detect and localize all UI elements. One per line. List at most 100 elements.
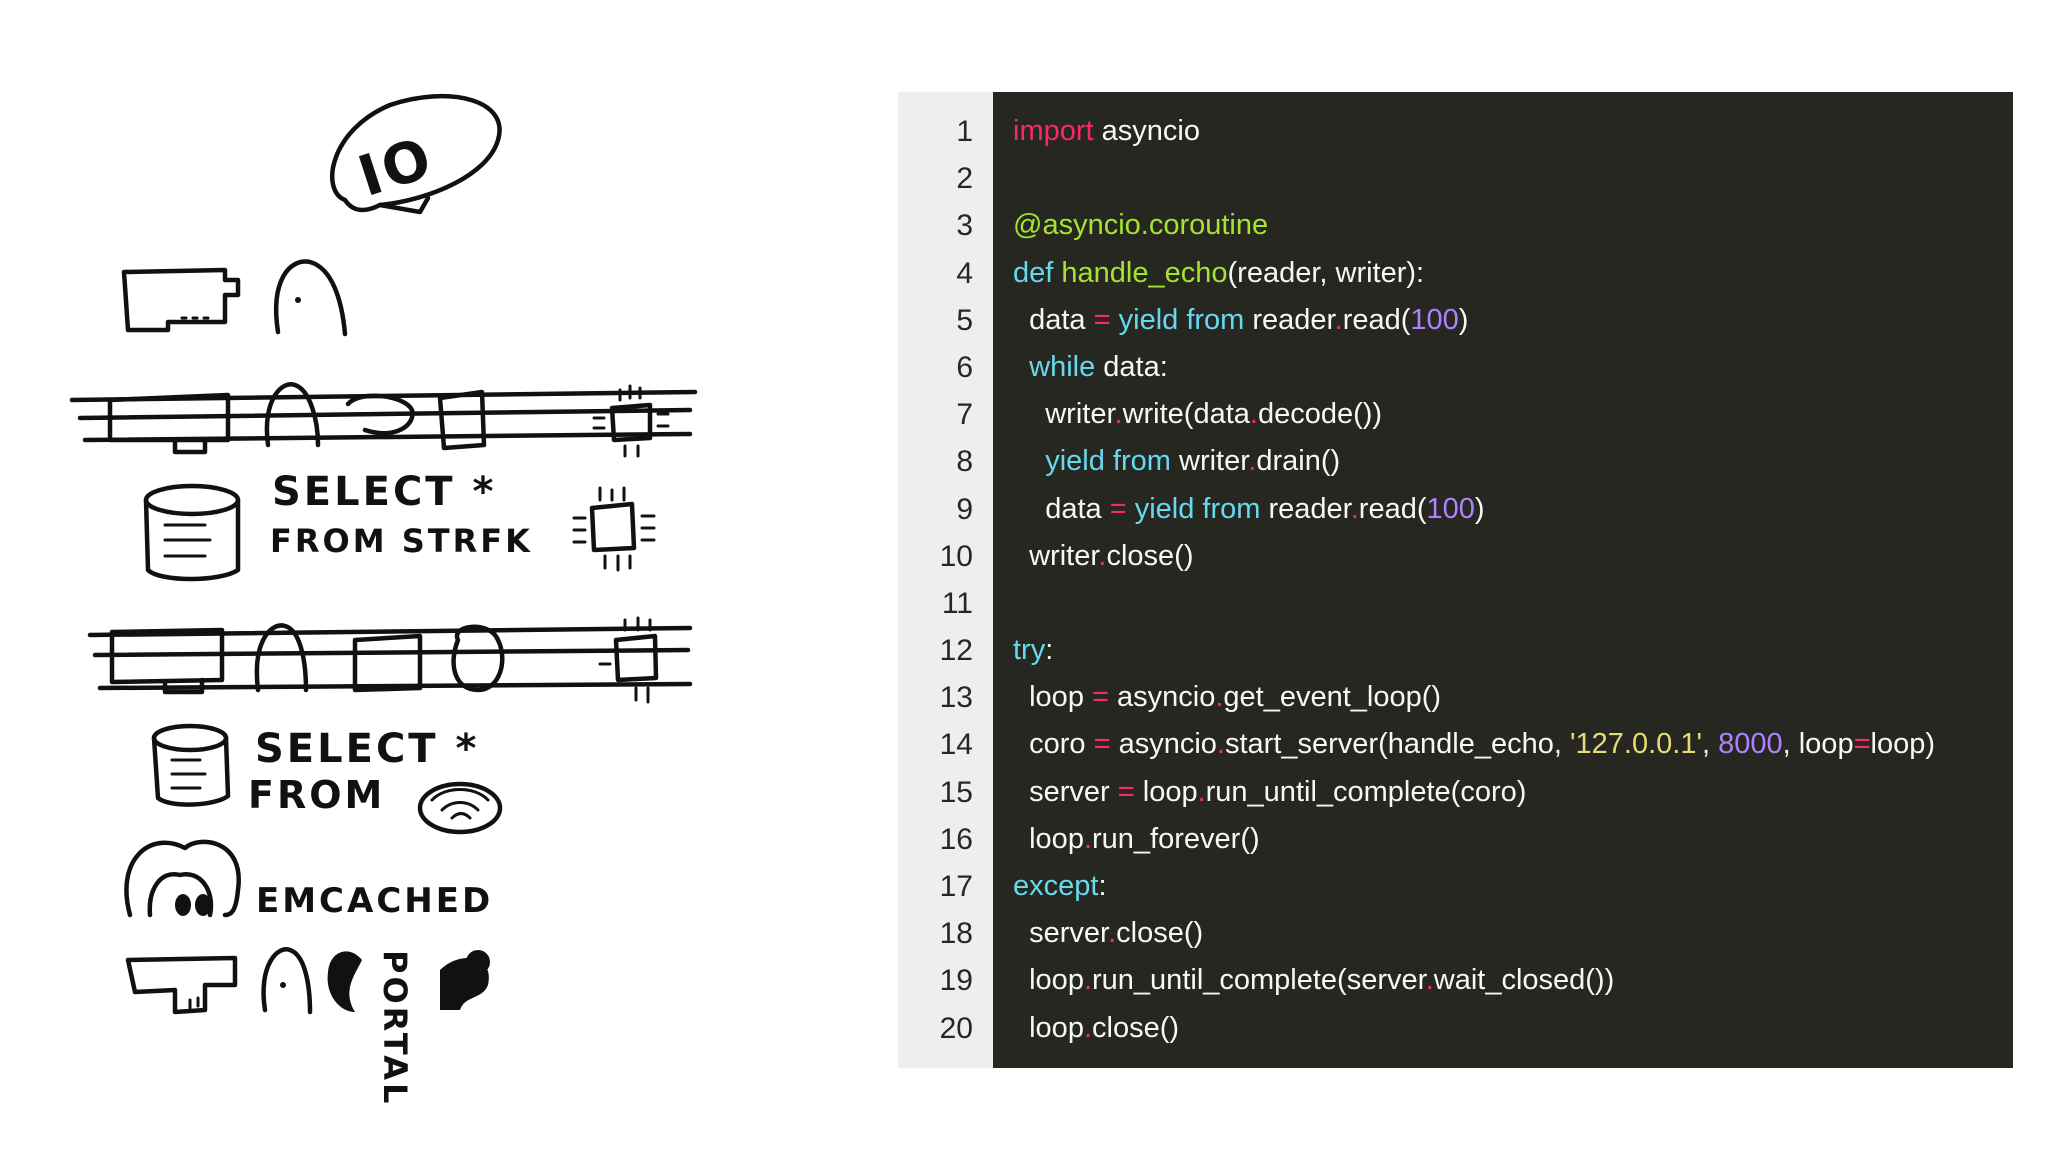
pipeline-1 xyxy=(69,382,698,458)
line-number: 8 xyxy=(956,445,973,479)
code-line[interactable]: coro = asyncio.start_server(handle_echo,… xyxy=(1013,721,2013,768)
code-token: close() xyxy=(1092,1011,1180,1044)
code-token: write(data xyxy=(1122,398,1250,431)
code-token: reader xyxy=(1244,303,1335,336)
code-line[interactable]: @asyncio.coroutine xyxy=(1013,202,2013,249)
code-token: start_server(handle_echo, xyxy=(1224,728,1570,761)
pipeline-2 xyxy=(87,616,693,704)
code-token: coro xyxy=(1013,728,1094,761)
code-line[interactable]: import asyncio xyxy=(1013,108,2013,155)
code-token: . xyxy=(1114,398,1123,431)
code-token: run_until_complete(server xyxy=(1092,964,1426,997)
code-line[interactable]: data = yield from reader.read(100) xyxy=(1013,486,2013,533)
code-token: while xyxy=(1029,350,1096,383)
code-line[interactable]: while data: xyxy=(1013,344,2013,391)
row-client-and-socket xyxy=(121,259,348,337)
select-star-2: SELECT * xyxy=(255,726,479,772)
line-number: 9 xyxy=(956,492,973,526)
line-number: 15 xyxy=(939,775,973,809)
code-token: data xyxy=(1013,303,1094,336)
code-token: , xyxy=(1701,728,1719,761)
code-token: = xyxy=(1092,681,1109,714)
from-2: FROM xyxy=(248,773,385,817)
code-token: . xyxy=(1350,492,1359,525)
code-token: def xyxy=(1013,256,1054,289)
code-token xyxy=(1111,304,1119,336)
code-token: writer xyxy=(1170,445,1249,478)
code-line[interactable]: def handle_echo(reader, writer): xyxy=(1013,250,2013,297)
code-line[interactable]: data = yield from reader.read(100) xyxy=(1013,297,2013,344)
code-token: decode()) xyxy=(1257,398,1383,431)
code-token: loop xyxy=(1013,1011,1084,1044)
code-token: drain() xyxy=(1256,445,1341,478)
code-line[interactable]: loop = asyncio.get_event_loop() xyxy=(1013,674,2013,721)
code-token: . xyxy=(1248,445,1257,478)
code-line[interactable]: try: xyxy=(1013,627,2013,674)
line-number: 18 xyxy=(939,917,973,951)
code-token: try xyxy=(1013,634,1046,667)
code-token: : xyxy=(1098,870,1107,902)
line-number: 7 xyxy=(956,398,973,432)
code-token: . xyxy=(1083,964,1093,997)
row-memcached: EMCACHED xyxy=(124,839,490,921)
code-token: asyncio xyxy=(1108,681,1216,714)
code-token: data: xyxy=(1095,350,1168,383)
code-token: close() xyxy=(1106,539,1194,572)
code-token: 100 xyxy=(1410,303,1459,336)
line-number: 6 xyxy=(956,350,973,384)
code-token: = xyxy=(1093,303,1111,336)
code-token: . xyxy=(1083,1011,1093,1044)
code-token: = xyxy=(1117,775,1135,808)
line-number: 20 xyxy=(939,1011,973,1045)
code-token: yield from xyxy=(1045,445,1171,478)
code-token: . xyxy=(1216,728,1225,761)
code-token: loop xyxy=(1013,681,1092,714)
code-token: except xyxy=(1013,870,1099,902)
line-number: 14 xyxy=(939,728,973,762)
code-line[interactable]: writer.close() xyxy=(1013,533,2013,580)
io-bubble: IO xyxy=(330,93,502,215)
code-token: server xyxy=(1013,775,1118,808)
code-token: yield from xyxy=(1134,492,1261,525)
code-line[interactable]: server.close() xyxy=(1013,910,2013,957)
code-token: asyncio xyxy=(1093,115,1200,147)
code-token: loop xyxy=(1134,775,1198,808)
code-token: 100 xyxy=(1426,492,1475,525)
code-line[interactable]: except: xyxy=(1013,863,2013,910)
code-line[interactable]: yield from writer.drain() xyxy=(1013,438,2013,485)
code-token: 8000 xyxy=(1718,728,1783,761)
row-database-query-2: SELECT * FROM xyxy=(151,723,503,835)
sketch-drawing: IO SELECT * FROM STRF xyxy=(69,93,698,1106)
code-token: run_until_complete(coro) xyxy=(1205,775,1527,808)
code-token: . xyxy=(1249,398,1258,431)
code-token: loop) xyxy=(1870,728,1936,761)
code-line[interactable]: server = loop.run_until_complete(coro) xyxy=(1013,769,2013,816)
code-token: (reader, writer): xyxy=(1227,256,1425,289)
code-token: server xyxy=(1013,917,1109,950)
code-line[interactable]: writer.write(data.decode()) xyxy=(1013,391,2013,438)
code-token: data xyxy=(1013,492,1110,525)
code-token xyxy=(1127,493,1135,525)
code-line[interactable] xyxy=(1013,155,2013,202)
code-token: '127.0.0.1' xyxy=(1569,728,1702,761)
code-line[interactable]: loop.run_forever() xyxy=(1013,816,2013,863)
code-token: read( xyxy=(1358,492,1427,525)
line-number: 12 xyxy=(939,634,973,668)
code-token: loop xyxy=(1013,964,1084,997)
code-line[interactable] xyxy=(1013,580,2013,627)
line-number: 1 xyxy=(956,115,973,148)
code-token: . xyxy=(1197,775,1206,808)
row-database-query: SELECT * FROM STRFK xyxy=(143,469,656,582)
code-token: @asyncio.coroutine xyxy=(1013,209,1269,242)
code-line[interactable]: loop.run_until_complete(server.wait_clos… xyxy=(1013,957,2013,1004)
code-token: handle_echo xyxy=(1061,256,1228,289)
code-line[interactable]: loop.close() xyxy=(1013,1005,2013,1052)
code-token: . xyxy=(1425,964,1434,997)
code-token: wait_closed()) xyxy=(1433,964,1615,997)
code-lines[interactable]: import asyncio @asyncio.coroutine def hand… xyxy=(993,92,2013,1068)
code-token: import xyxy=(1013,115,1094,147)
code-token: writer xyxy=(1013,398,1115,431)
code-token: yield from xyxy=(1118,303,1245,336)
